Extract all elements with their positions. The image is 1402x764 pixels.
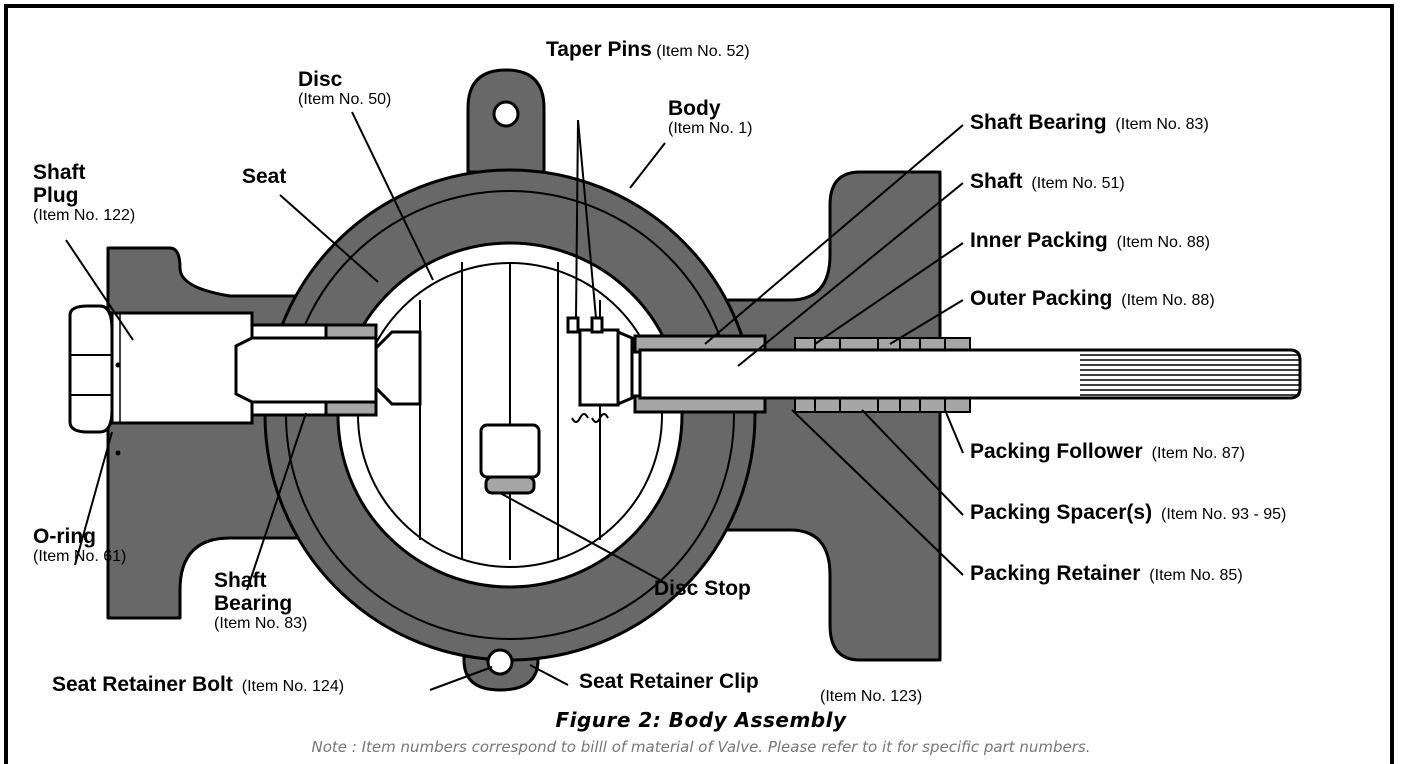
leader-lines — [65, 111, 964, 691]
label-seat-retainer-clip-item: (Item No. 123) — [820, 688, 922, 706]
label-item: (Item No. 88) — [1121, 292, 1215, 309]
disc — [374, 262, 634, 560]
label-seat-retainer-bolt: Seat Retainer Bolt (Item No. 124) — [52, 673, 344, 696]
label-name: Bearing — [214, 592, 293, 616]
label-shaft-bearing-top: Shaft Bearing (Item No. 83) — [970, 111, 1209, 134]
figure-frame — [4, 4, 1394, 764]
label-name: Body — [668, 97, 721, 120]
label-disc-stop: Disc Stop — [654, 577, 751, 600]
label-item: (Item No. 83) — [1115, 116, 1209, 133]
label-shaft-plug: Shaft Plug (Item No. 122) — [33, 161, 135, 225]
packing-stack — [794, 337, 971, 413]
label-name: Packing Retainer — [970, 562, 1141, 585]
label-name: Packing Follower — [970, 440, 1143, 463]
label-name: Taper Pins — [546, 38, 652, 61]
label-item: (Item No. 93 - 95) — [1160, 506, 1287, 523]
label-name: Disc Stop — [654, 577, 751, 600]
label-packing-spacers: Packing Spacer(s) (Item No. 93 - 95) — [970, 501, 1286, 524]
label-outer-packing: Outer Packing (Item No. 88) — [970, 287, 1215, 310]
label-item: (Item No. 52) — [656, 43, 750, 60]
label-name: Seat Retainer Bolt — [52, 673, 233, 696]
left-shaft-bearing — [234, 323, 378, 417]
label-name: O-ring — [33, 525, 96, 548]
label-item: (Item No. 51) — [1031, 175, 1125, 192]
label-item: (Item No. 122) — [33, 207, 136, 225]
label-name: Packing Spacer(s) — [970, 501, 1153, 524]
label-name: Outer Packing — [970, 287, 1113, 310]
label-inner-packing: Inner Packing (Item No. 88) — [970, 229, 1210, 252]
label-item: (Item No. 124) — [241, 678, 345, 695]
label-name: Shaft — [33, 161, 86, 184]
label-name: Inner Packing — [970, 229, 1108, 252]
label-item: (Item No. 83) — [214, 615, 308, 633]
label-name: Disc — [298, 68, 343, 91]
label-taper-pins: Taper Pins (Item No. 52) — [546, 38, 750, 61]
label-body: Body (Item No. 1) — [668, 97, 752, 138]
figure-note: Note : Item numbers correspond to billl … — [311, 738, 1091, 756]
label-name: Shaft Bearing — [970, 111, 1107, 134]
label-item: (Item No. 85) — [1149, 567, 1243, 584]
label-item: (Item No. 123) — [820, 688, 923, 705]
label-o-ring: O-ring (Item No. 61) — [33, 525, 126, 566]
shaft — [638, 348, 1302, 400]
label-item: (Item No. 61) — [33, 548, 127, 566]
label-packing-retainer: Packing Retainer (Item No. 85) — [970, 562, 1243, 585]
label-packing-follower: Packing Follower (Item No. 87) — [970, 440, 1245, 463]
label-name: Shaft — [970, 170, 1023, 193]
label-name: Seat Retainer Clip — [579, 670, 759, 693]
figure-caption: Figure 2: Body Assembly — [555, 708, 847, 732]
label-name: Shaft — [214, 569, 267, 592]
label-disc: Disc (Item No. 50) — [298, 68, 391, 109]
label-seat: Seat — [242, 165, 286, 188]
label-item: (Item No. 50) — [298, 91, 392, 109]
label-shaft-bearing-bottom: Shaft Bearing (Item No. 83) — [214, 569, 307, 633]
label-shaft: Shaft (Item No. 51) — [970, 170, 1125, 193]
label-item: (Item No. 1) — [668, 120, 753, 138]
shaft-plug — [68, 304, 254, 434]
label-item: (Item No. 87) — [1151, 445, 1245, 462]
disc-stop — [479, 423, 541, 495]
label-seat-retainer-clip: Seat Retainer Clip — [579, 670, 759, 693]
label-item: (Item No. 88) — [1116, 234, 1210, 251]
bottom-ear-hole — [486, 648, 514, 676]
label-name: Plug — [33, 184, 79, 208]
label-name: Seat — [242, 165, 287, 188]
top-ear-hole — [492, 100, 520, 128]
